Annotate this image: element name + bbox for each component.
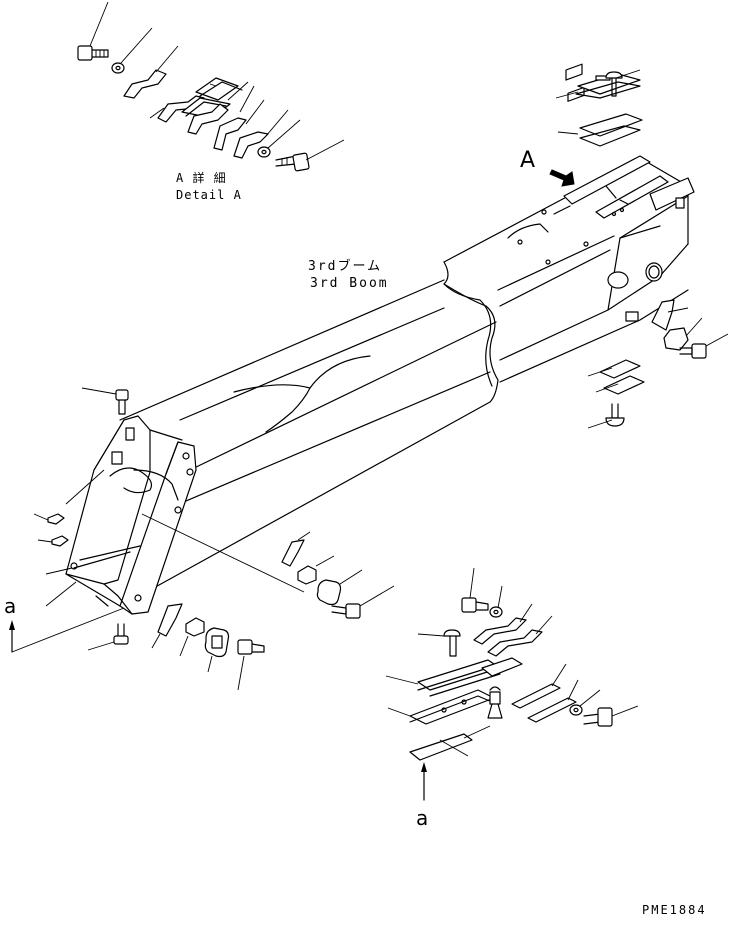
drawing-code: PME1884 [642,903,707,917]
ref-a-bottom-label: a [416,806,429,830]
boom-label-jp: 3rdブーム [308,259,383,274]
shim-plate-curved-1 [123,45,179,99]
detail-a-title-en: Detail A [176,188,242,202]
shim-plate-hook-3 [233,109,289,159]
boom-head-side-parts [555,69,729,429]
frame-small-parts [33,469,105,607]
ref-a-left-label: a [4,594,17,618]
detail-a-lower-group [385,567,639,801]
bolt-detail-a-lower [275,139,345,172]
frame-lower-parts [87,603,265,691]
detail-a-group [77,1,345,172]
shim-plate-curved-2 [149,95,205,123]
boom-base-frame [65,415,197,615]
bolt-detail-a-top [77,1,109,61]
slide-plate-1 [195,77,243,101]
view-a-label: A [520,148,536,173]
view-a-arrow [549,169,575,187]
boom-label-en: 3rd Boom [310,276,389,291]
bolt-frame-top [81,387,129,415]
boom-underside-parts [141,513,395,619]
washer-detail-a-lower [257,119,301,158]
detail-a-title-jp: A 詳 細 [176,171,227,185]
boom-body [119,63,695,591]
shim-plate-hook-1 [187,85,255,135]
washer-detail-a [111,27,153,74]
ref-a-left-leader [9,607,125,653]
shim-plate-hook-2 [213,99,265,151]
